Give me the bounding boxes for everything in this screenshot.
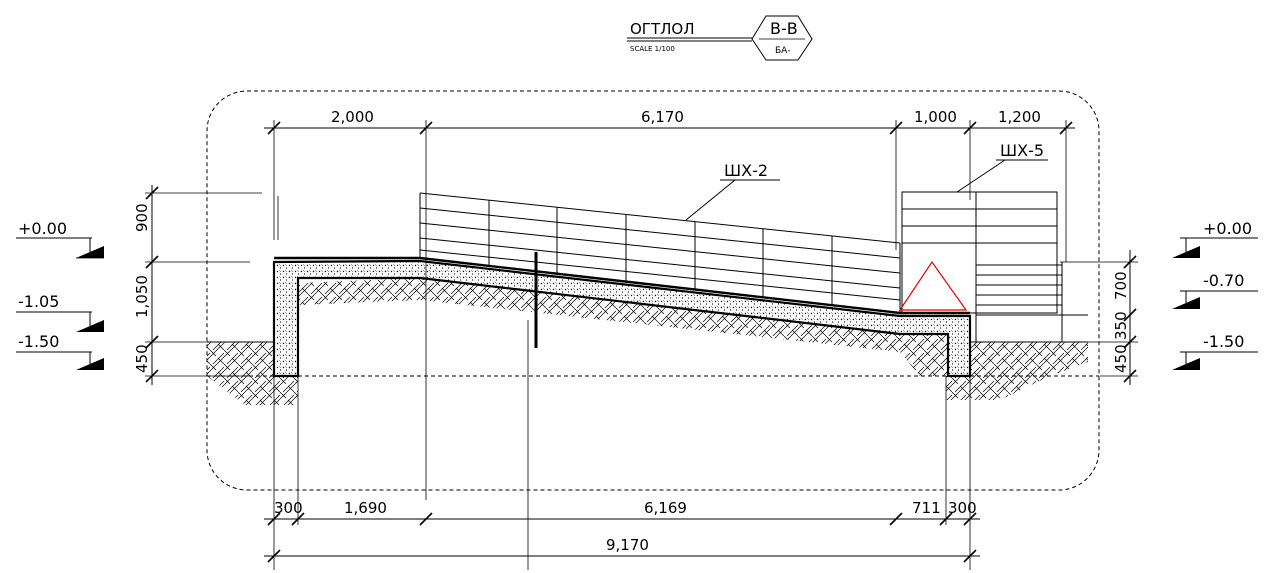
dim-bottom-4: 711 [912, 499, 941, 517]
level-left-2: -1.05 [18, 292, 59, 311]
leaders: ШХ-2 ШХ-5 [685, 141, 1048, 221]
label-railing: ШХ-2 [724, 161, 768, 180]
level-right-2: -0.70 [1203, 271, 1244, 290]
stair-shx5 [898, 191, 1088, 342]
level-marker-icon [76, 320, 104, 332]
dim-top-1: 2,000 [331, 108, 374, 126]
section-label: В-В [770, 19, 798, 38]
level-marker-icon [1172, 246, 1200, 258]
label-stair: ШХ-5 [1000, 141, 1044, 160]
level-marker-icon [1172, 358, 1200, 370]
dim-bottom-3: 6,169 [644, 499, 687, 517]
section-hexagon [751, 15, 813, 61]
drawing-title: ОГТЛОЛ [630, 20, 694, 38]
dim-total: 9,170 [606, 536, 649, 554]
level-right-1: +0.00 [1203, 219, 1252, 238]
dim-right-1: 700 [1112, 271, 1130, 300]
level-marker-icon [76, 246, 104, 258]
slope-triangle [898, 260, 968, 311]
dim-left-2: 1,050 [133, 275, 151, 318]
bottom-dimensions: 300 1,690 6,169 711 300 9,170 [264, 320, 980, 570]
dim-left-3: 450 [133, 344, 151, 373]
dim-right-2: 350 [1112, 311, 1130, 340]
dim-bottom-2: 1,690 [344, 499, 387, 517]
level-right-3: -1.50 [1203, 332, 1244, 351]
level-marker-icon [76, 358, 104, 370]
dim-top-2: 6,170 [641, 108, 684, 126]
level-marker-icon [1172, 297, 1200, 309]
sheet-label: БА- [775, 46, 791, 56]
ground [207, 278, 1099, 405]
dim-bottom-1: 300 [274, 499, 303, 517]
top-dimensions: 2,000 6,170 1,000 1,200 [264, 108, 1075, 500]
level-left-1: +0.00 [18, 219, 67, 238]
dim-top-3: 1,000 [914, 108, 957, 126]
railing-shx2 [419, 192, 901, 348]
left-level-marks: +0.00 -1.05 -1.50 [16, 219, 104, 370]
level-left-3: -1.50 [18, 332, 59, 351]
dim-top-4: 1,200 [998, 108, 1041, 126]
left-vertical-dimensions: 900 1,050 450 [133, 185, 262, 385]
drawing-scale: SCALE 1/100 [630, 45, 675, 53]
dim-left-1: 900 [133, 203, 151, 232]
detail-boundary [206, 90, 1100, 491]
right-level-marks: +0.00 -0.70 -1.50 [1172, 219, 1258, 370]
right-vertical-dimensions: 700 350 450 [1060, 250, 1138, 385]
dim-right-3: 450 [1112, 344, 1130, 373]
title-block: ОГТЛОЛ SCALE 1/100 В-В БА- [627, 15, 813, 61]
dim-bottom-5: 300 [948, 499, 977, 517]
